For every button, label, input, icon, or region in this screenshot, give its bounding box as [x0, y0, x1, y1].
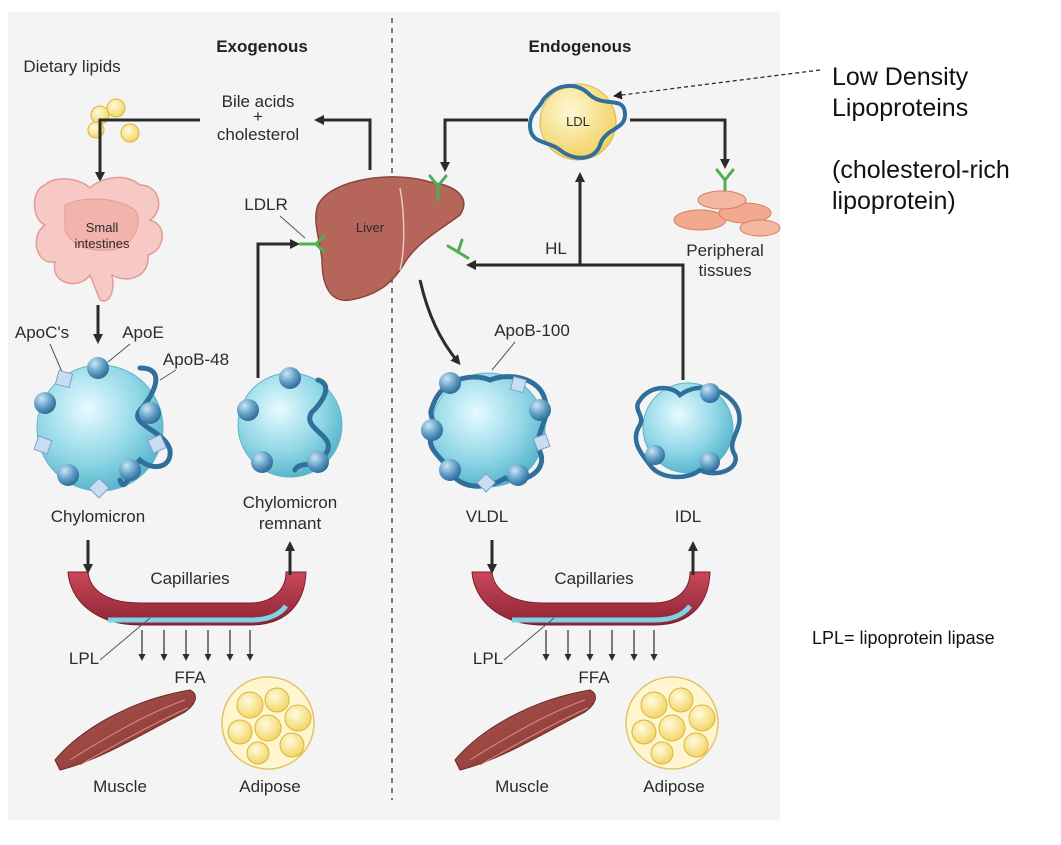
label-chylomicron: Chylomicron — [51, 507, 145, 526]
idl-particle — [633, 382, 742, 480]
chylomicron-particle — [33, 357, 173, 499]
vldl-particle — [421, 372, 551, 493]
label-adipose-right: Adipose — [643, 777, 704, 796]
label-muscle-right: Muscle — [495, 777, 549, 796]
peripheral-receptor-icon — [715, 168, 735, 194]
label-lpl-right: LPL — [473, 649, 503, 668]
liver-icon — [315, 176, 465, 301]
chylomicron-remnant-particle — [237, 367, 343, 478]
label-vldl: VLDL — [466, 507, 509, 526]
arrow-ldl-to-peripheral — [630, 118, 730, 169]
label-capillaries-left: Capillaries — [150, 569, 229, 588]
header-endogenous: Endogenous — [529, 37, 632, 56]
ldl-title-line2: Lipoproteins — [832, 94, 969, 122]
adipose-right-icon — [625, 676, 719, 770]
label-ldlr: LDLR — [244, 195, 287, 214]
header-exogenous: Exogenous — [216, 37, 308, 56]
arrow-remnant-to-liver — [256, 239, 300, 378]
arrow-ldl-to-liver — [440, 118, 528, 172]
label-apocs: ApoC's — [15, 323, 69, 342]
label-dietary-lipids: Dietary lipids — [23, 57, 120, 76]
capillary-vessel-left — [67, 571, 307, 626]
leader-apob48 — [159, 369, 177, 381]
label-idl: IDL — [675, 507, 701, 526]
ffa-arrows-right — [542, 630, 658, 661]
leader-ldlr — [279, 215, 306, 239]
ldl-desc-line2: lipoprotein) — [832, 187, 956, 215]
label-chylomicron-remnant-2: remnant — [259, 514, 322, 533]
label-ffa-right: FFA — [578, 668, 610, 687]
label-small: Small — [86, 220, 119, 235]
label-bile-plus: + — [253, 107, 263, 126]
label-adipose-left: Adipose — [239, 777, 300, 796]
ldl-title-line1: Low Density — [832, 63, 969, 91]
ffa-arrows-left — [138, 630, 254, 661]
ldl-desc-line1: (cholesterol-rich — [832, 156, 1010, 184]
label-ldl: LDL — [566, 114, 590, 129]
label-apoe: ApoE — [122, 323, 164, 342]
ldl-description: (cholesterol-rich lipoprotein) — [832, 155, 1057, 217]
capillary-vessel-right — [471, 571, 711, 626]
label-hl: HL — [545, 239, 567, 258]
leader-apob100 — [491, 341, 516, 371]
muscle-left-icon — [54, 689, 196, 771]
label-cholesterol: cholesterol — [217, 125, 299, 144]
label-muscle-left: Muscle — [93, 777, 147, 796]
leader-lpl-left — [99, 617, 151, 661]
label-peripheral: Peripheral — [686, 241, 764, 260]
arrow-bile-to-intestine — [95, 118, 200, 182]
label-bile-acids: Bile acids — [222, 92, 295, 111]
label-apob100: ApoB-100 — [494, 321, 570, 340]
ldl-title: Low Density Lipoproteins — [832, 62, 1057, 124]
lpl-definition-note: LPL= lipoprotein lipase — [812, 628, 995, 648]
label-intestines: intestines — [75, 236, 130, 251]
liver-receptor-right-icon — [446, 238, 470, 260]
leader-apoe — [107, 343, 131, 363]
label-apob48: ApoB-48 — [163, 350, 229, 369]
adipose-left-icon — [221, 676, 315, 770]
peripheral-tissue-cells-icon — [673, 190, 781, 237]
label-ffa-left: FFA — [174, 668, 206, 687]
leader-apocs — [49, 343, 63, 373]
ldl-receptor-icon — [298, 234, 326, 254]
arrow-liver-to-vldl — [418, 279, 461, 366]
arrow-liver-to-bile — [314, 115, 372, 170]
leader-lpl-right — [503, 617, 555, 661]
ldl-particle — [527, 83, 628, 161]
label-lpl-left: LPL — [69, 649, 99, 668]
label-capillaries-right: Capillaries — [554, 569, 633, 588]
label-liver: Liver — [356, 220, 385, 235]
liver-receptor-top-icon — [428, 174, 448, 202]
muscle-right-icon — [454, 689, 596, 771]
arrow-idl-to-liver — [466, 260, 685, 380]
small-intestines-icon — [33, 176, 163, 302]
label-tissues: tissues — [699, 261, 752, 280]
label-chylomicron-remnant-1: Chylomicron — [243, 493, 337, 512]
